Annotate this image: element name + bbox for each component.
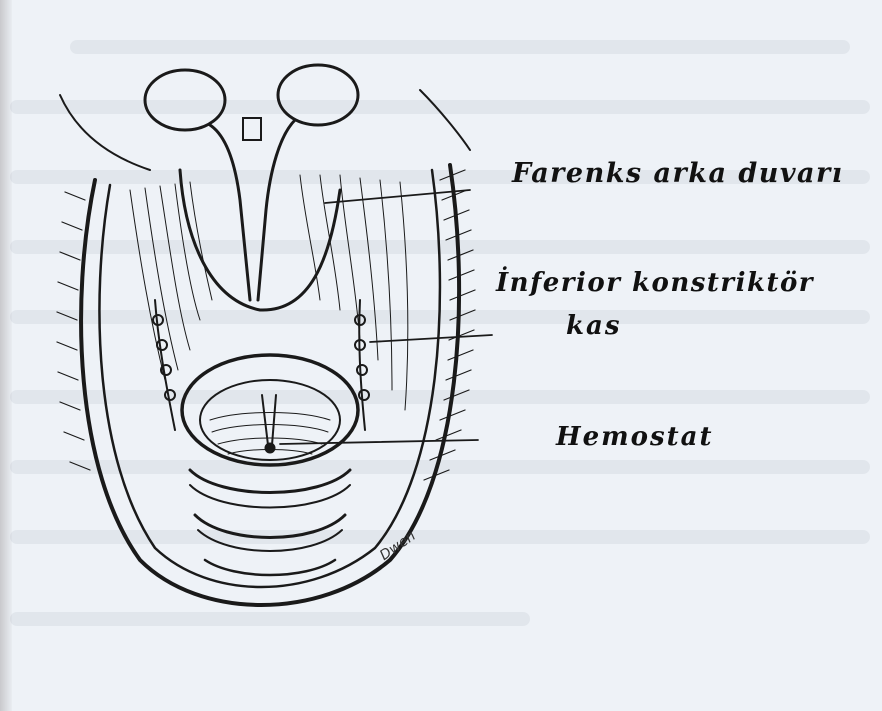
tracheal-ring	[198, 530, 342, 551]
muscle-fibers	[130, 175, 408, 410]
constrictor-edge-left	[153, 300, 175, 430]
leader-line-constrictor	[370, 335, 492, 342]
tracheal-ring	[195, 515, 345, 538]
tracheal-ring	[190, 485, 350, 508]
leader-line-pharynx	[325, 190, 470, 203]
label-hemostat: Hemostat	[556, 422, 713, 452]
tracheal-ring	[205, 560, 335, 575]
label-inferior-constrictor-muscle: kas	[566, 311, 622, 341]
label-pharynx-posterior-wall: Farenks arka duvarı	[512, 158, 844, 189]
label-inferior-constrictor: İnferior konstriktör	[496, 268, 814, 298]
hemostat-tip	[262, 395, 276, 445]
skin-fold-right	[420, 90, 470, 150]
tracheal-ring	[190, 470, 350, 493]
hemostat-instrument	[145, 65, 358, 300]
incision-inner-edge	[99, 170, 439, 587]
skin-fold-left	[60, 95, 150, 170]
